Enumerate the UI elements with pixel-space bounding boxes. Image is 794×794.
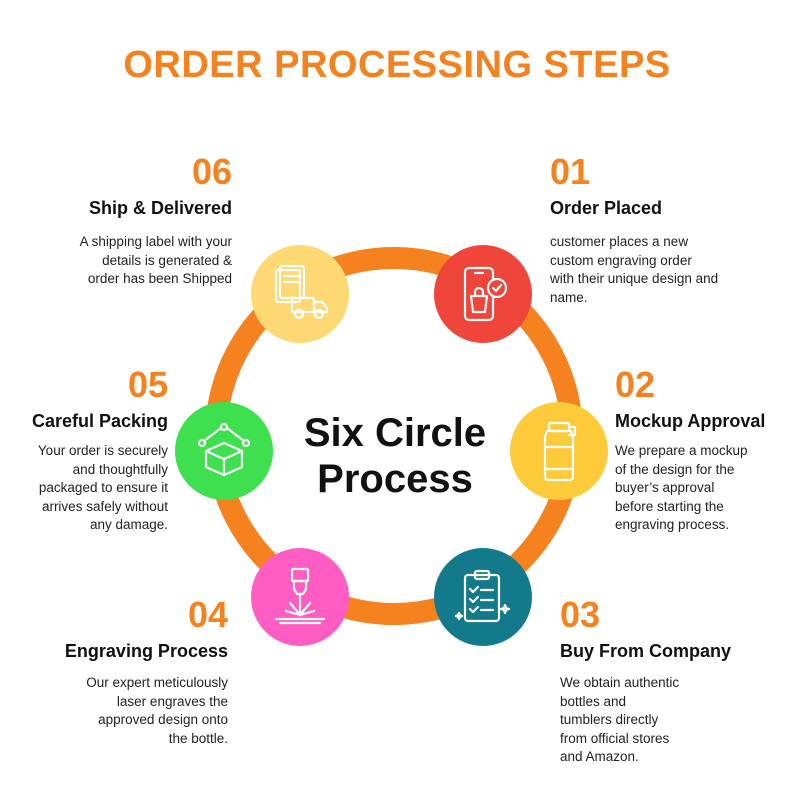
clipboard-checklist-icon <box>454 569 511 623</box>
center-label-line1: Six Circle <box>303 411 487 455</box>
step-05-circle <box>175 402 273 500</box>
step-heading: Mockup Approval <box>615 411 766 431</box>
step-02: 02 Mockup Approval We prepare a mockup o… <box>615 365 793 535</box>
step-number: 03 <box>560 594 601 635</box>
bottle-icon <box>543 421 577 482</box>
package-box-icon <box>197 422 251 477</box>
center-label: Six Circle Process <box>250 410 540 502</box>
step-03-circle <box>434 548 532 646</box>
step-02-circle <box>510 402 608 500</box>
step-heading: Order Placed <box>550 198 663 218</box>
step-heading: Careful Packing <box>31 411 168 431</box>
step-05: 05 Careful Packing Your order is securel… <box>8 365 168 535</box>
step-04: 04 Engraving Process Our expert meticulo… <box>18 595 228 748</box>
step-number: 06 <box>191 151 232 192</box>
step-description: customer places a new custom engraving o… <box>550 234 719 305</box>
step-number: 02 <box>615 364 656 405</box>
laser-engraver-icon <box>274 567 326 625</box>
center-label-line2: Process <box>317 457 473 501</box>
step-number: 01 <box>550 151 591 192</box>
step-heading: Engraving Process <box>64 641 228 661</box>
step-description: Our expert meticulously laser engraves t… <box>86 675 228 746</box>
step-description: A shipping label with your details is ge… <box>79 234 232 286</box>
step-heading: Ship & Delivered <box>88 198 232 218</box>
step-description: We obtain authentic bottles and tumblers… <box>560 675 680 764</box>
step-06-circle <box>251 245 349 343</box>
page-title: ORDER PROCESSING STEPS <box>123 44 671 86</box>
step-04-circle <box>251 548 349 646</box>
step-number: 04 <box>187 594 228 635</box>
step-01: 01 Order Placed customer places a new cu… <box>550 152 780 307</box>
step-description: We prepare a mockup of the design for th… <box>615 443 748 532</box>
step-01-circle <box>434 245 532 343</box>
step-heading: Buy From Company <box>560 641 732 661</box>
step-03: 03 Buy From Company We obtain authentic … <box>560 595 780 767</box>
delivery-truck-icon <box>274 264 329 320</box>
step-number: 05 <box>127 364 168 405</box>
step-description: Your order is securely and thoughtfully … <box>37 443 168 532</box>
step-06: 06 Ship & Delivered A shipping label wit… <box>12 152 232 289</box>
phone-shopping-bag-icon <box>463 266 508 322</box>
